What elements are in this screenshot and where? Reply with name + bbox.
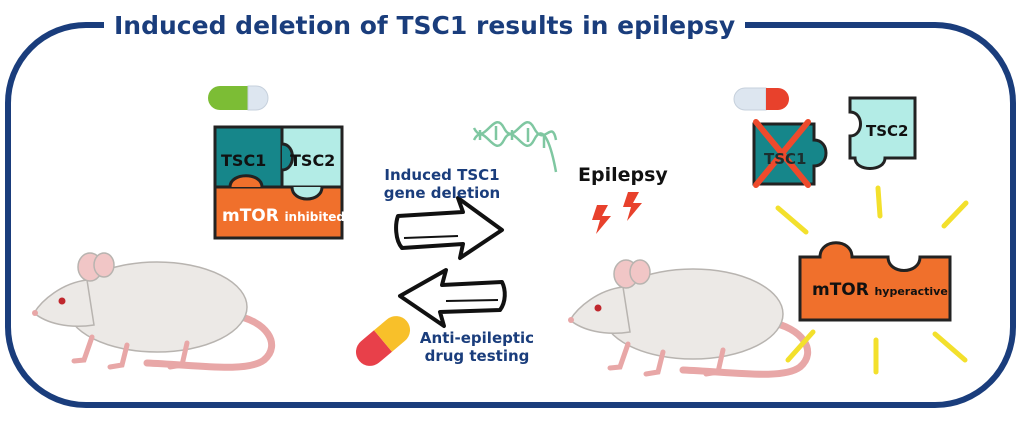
mtor-label-left: mTOR inhibited: [222, 206, 345, 226]
drug-testing-line2: drug testing: [424, 347, 530, 365]
drug-testing-line1: Anti-epileptic: [419, 329, 535, 347]
tsc2-label-right: TSC2: [866, 122, 909, 140]
green-pill-icon: [208, 85, 269, 111]
reverse-arrow: [398, 268, 507, 328]
mtor-name: mTOR: [222, 206, 279, 226]
tsc-complex-inhibited: [213, 125, 344, 240]
red-pill-icon: [733, 87, 789, 111]
deletion-cross-icon: [753, 119, 811, 188]
healthy-mouse: [32, 253, 272, 367]
tsc1-label-right: TSC1: [764, 150, 807, 168]
mtor-state: inhibited: [284, 210, 345, 224]
tsc2-label-left: TSC2: [290, 151, 336, 170]
mtor-label-right: mTOR hyperactive: [812, 280, 948, 300]
epilepsy-label: Epilepsy: [578, 164, 668, 186]
tsc2-piece: [848, 96, 917, 170]
mtor-hyperactive-piece: [798, 241, 952, 322]
diagram-title: Induced deletion of TSC1 results in epil…: [104, 8, 746, 44]
gene-deletion-line1: Induced TSC1: [384, 166, 500, 184]
gene-deletion-caption: Induced TSC1 gene deletion: [383, 166, 501, 202]
dna-icon: [472, 120, 558, 173]
drug-testing-caption: Anti-epileptic drug testing: [416, 329, 538, 365]
gene-deletion-line2: gene deletion: [383, 184, 501, 202]
activity-rays: [775, 185, 969, 375]
tsc1-label-left: TSC1: [221, 151, 267, 170]
drug-capsule-icon: [355, 316, 411, 366]
mtor-state-right: hyperactive: [874, 285, 948, 298]
lightning-icon: [592, 192, 642, 234]
forward-arrow: [394, 196, 504, 260]
epileptic-mouse: [568, 260, 808, 374]
mtor-name-right: mTOR: [812, 280, 869, 300]
